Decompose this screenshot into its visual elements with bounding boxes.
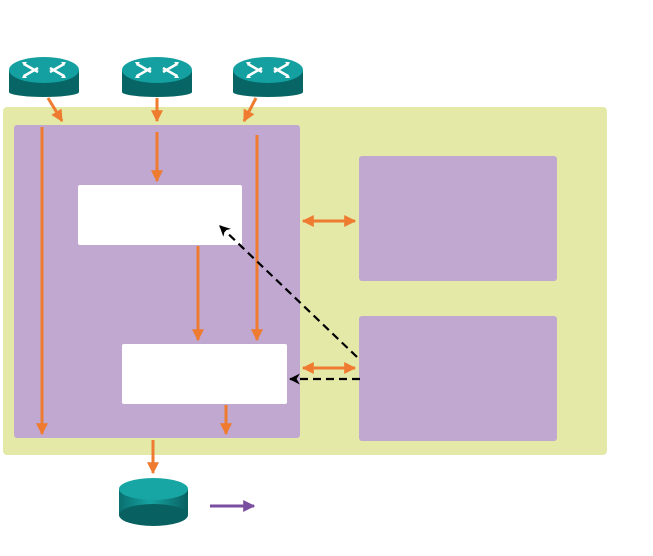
upper-white-box bbox=[78, 185, 242, 245]
dashed-control-arrow-upper bbox=[219, 225, 358, 358]
right-block-top bbox=[359, 156, 557, 281]
router-1-input-arrow bbox=[46, 97, 64, 123]
lower-white-box bbox=[122, 344, 287, 404]
router-3-input-arrow bbox=[242, 97, 258, 123]
right-block-bottom bbox=[359, 316, 557, 441]
router-icon bbox=[9, 57, 79, 97]
database-cylinder-icon bbox=[119, 478, 188, 526]
router-icon bbox=[233, 57, 303, 97]
router-icon bbox=[122, 57, 192, 97]
